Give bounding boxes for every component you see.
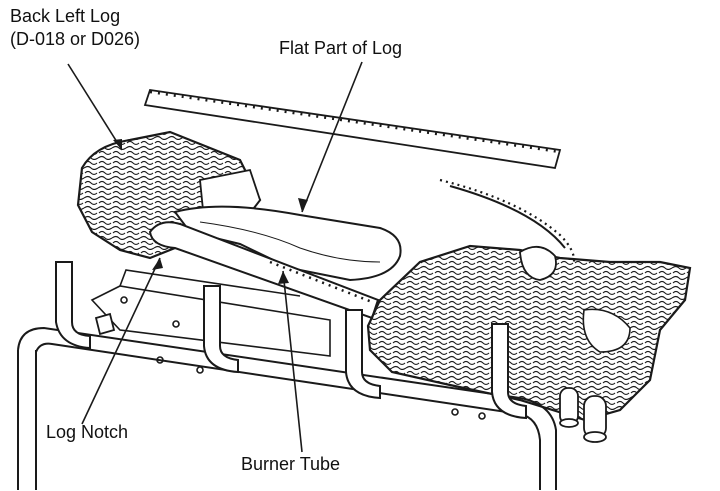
leader-flat-part: [301, 61, 363, 213]
leader-arrowheads: [113, 139, 308, 284]
right-log: [366, 244, 692, 422]
label-log-notch: Log Notch: [46, 422, 129, 442]
grate-prongs: [55, 261, 527, 420]
rear-burner-rail: [143, 89, 562, 170]
label-back-left-log: Back Left Log: [10, 6, 121, 26]
leader-burner-tube: [282, 270, 303, 453]
label-back-left-log-part-number: (D-018 or D026): [10, 29, 141, 49]
leader-log-notch: [81, 257, 161, 425]
label-flat-part-of-log: Flat Part of Log: [279, 38, 403, 58]
label-burner-tube: Burner Tube: [241, 454, 341, 474]
gas-valve-fittings: [94, 312, 607, 443]
leader-back-left-log: [67, 63, 123, 151]
leader-lines: [67, 61, 363, 453]
burner-pan: [90, 269, 486, 420]
flat-part-of-log: [173, 205, 402, 282]
